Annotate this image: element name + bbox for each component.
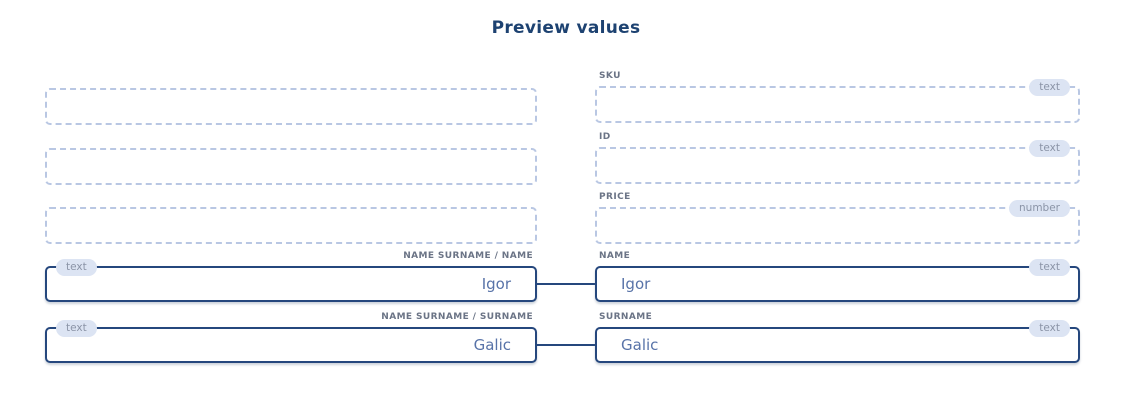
target-field-name: NAME text Igor xyxy=(595,250,1080,302)
target-field-label: SKU xyxy=(599,71,621,81)
source-field-box[interactable]: text Igor xyxy=(45,259,537,302)
source-empty-slot-box[interactable] xyxy=(45,88,537,125)
target-field-label: PRICE xyxy=(599,192,631,202)
type-badge: text xyxy=(1029,79,1070,96)
target-field-surname: SURNAME text Galic xyxy=(595,311,1080,363)
panel-title: Preview values xyxy=(491,18,641,38)
target-field-box[interactable]: text Galic xyxy=(595,320,1080,363)
type-badge: text xyxy=(56,259,97,276)
target-field-price: PRICE number xyxy=(595,191,1080,244)
target-field-box[interactable]: text xyxy=(595,140,1080,184)
target-field-box[interactable]: number xyxy=(595,200,1080,244)
target-field-label: SURNAME xyxy=(599,312,653,322)
target-field-label: NAME xyxy=(599,251,631,261)
source-field-box[interactable]: text Galic xyxy=(45,320,537,363)
source-empty-slot-3[interactable] xyxy=(45,207,537,244)
target-field-id: ID text xyxy=(595,131,1080,184)
type-badge: text xyxy=(1029,259,1070,276)
type-badge: text xyxy=(56,320,97,337)
source-field-value: Galic xyxy=(473,336,511,354)
source-empty-slot-box[interactable] xyxy=(45,207,537,244)
type-badge: number xyxy=(1009,200,1070,217)
mapping-connector-name xyxy=(537,283,595,285)
target-field-box[interactable]: text xyxy=(595,79,1080,123)
target-field-box[interactable]: text Igor xyxy=(595,259,1080,302)
source-field-name: NAME SURNAME / NAME text Igor xyxy=(45,250,537,302)
source-field-label: NAME SURNAME / NAME xyxy=(403,251,533,261)
type-badge: text xyxy=(1029,320,1070,337)
target-field-sku: SKU text xyxy=(595,70,1080,123)
source-field-label: NAME SURNAME / SURNAME xyxy=(381,312,533,322)
source-empty-slot-2[interactable] xyxy=(45,148,537,185)
target-field-value: Galic xyxy=(621,336,659,354)
type-badge: text xyxy=(1029,140,1070,157)
target-field-label: ID xyxy=(599,132,611,142)
target-field-value: Igor xyxy=(621,275,651,293)
mapping-connector-surname xyxy=(537,344,595,346)
source-field-value: Igor xyxy=(481,275,511,293)
source-empty-slot-box[interactable] xyxy=(45,148,537,185)
source-empty-slot-1[interactable] xyxy=(45,88,537,125)
source-field-surname: NAME SURNAME / SURNAME text Galic xyxy=(45,311,537,363)
